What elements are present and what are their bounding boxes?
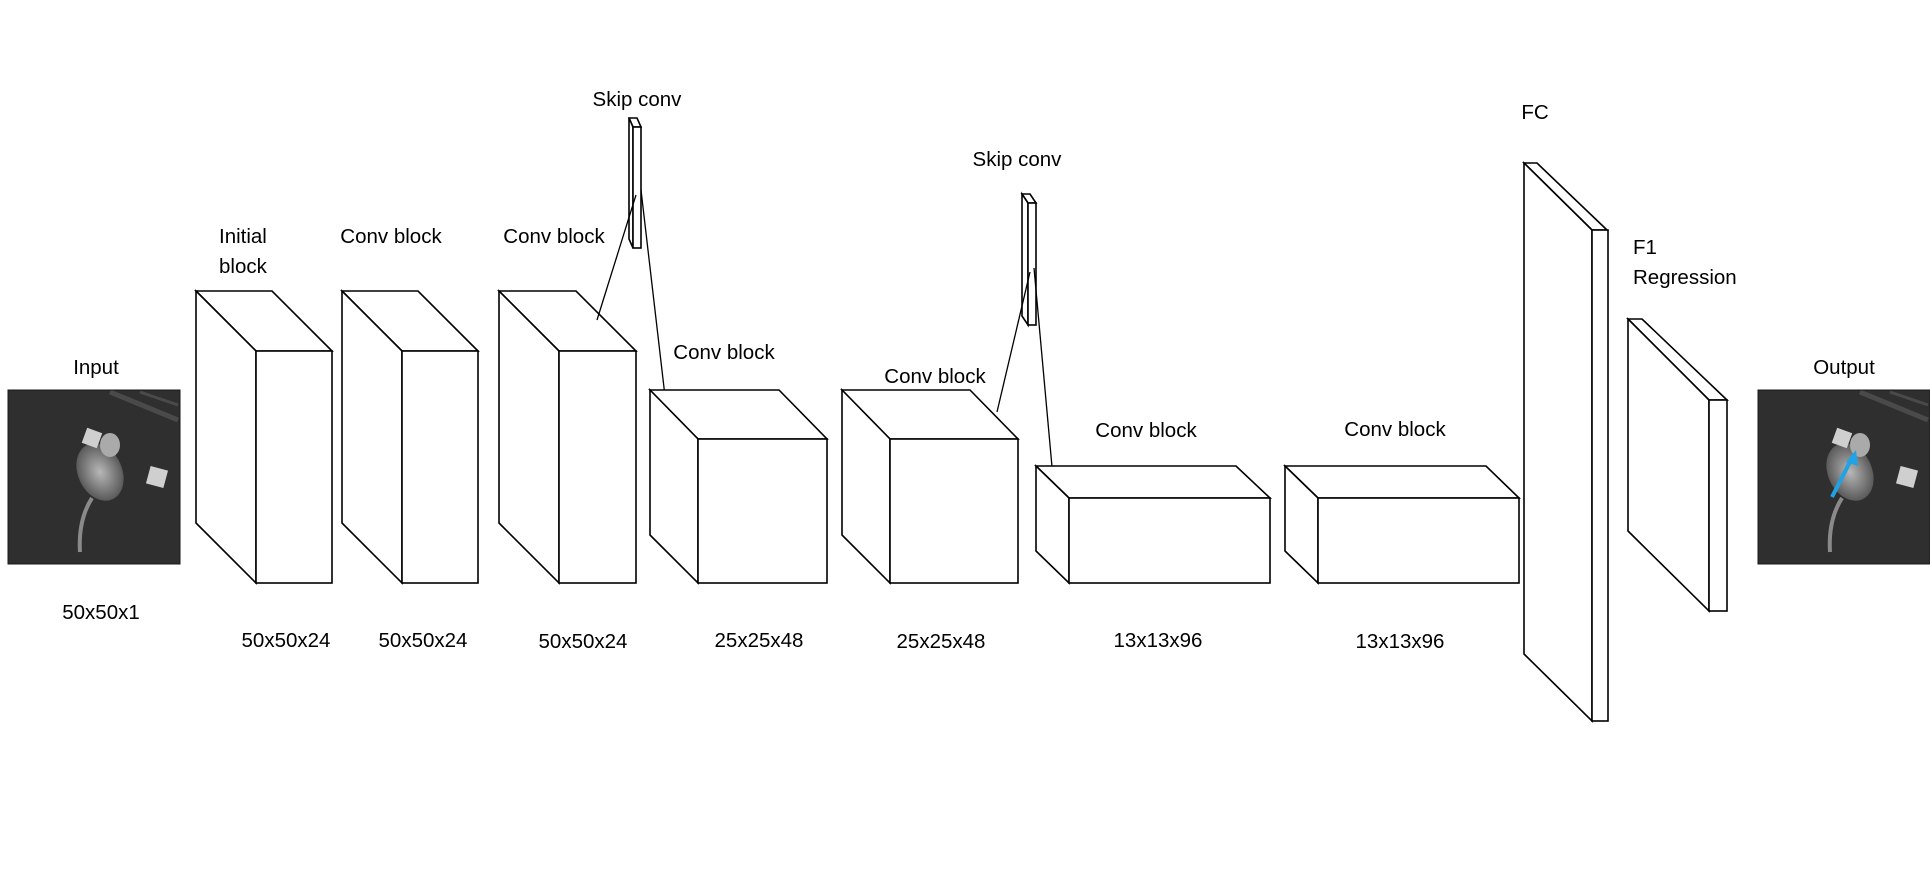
layer-label: Conv block <box>340 225 442 248</box>
layer-label: Initial <box>219 225 267 248</box>
layer-label: Conv block <box>503 225 605 248</box>
skip-connector <box>996 271 1031 413</box>
layer-label: F1 <box>1633 236 1657 259</box>
layer-dims: 25x25x48 <box>715 629 804 652</box>
conv-block-5 <box>1034 464 1273 585</box>
arrow-head-icon <box>1846 450 1858 466</box>
input-label: Input <box>73 356 119 379</box>
layer-label: Regression <box>1633 266 1737 289</box>
layer-dims: 50x50x24 <box>379 629 468 652</box>
layer-dims: 13x13x96 <box>1114 629 1203 652</box>
layer-label: block <box>219 255 268 278</box>
layer-label: Conv block <box>673 341 775 364</box>
layer-dims: 25x25x48 <box>897 630 986 653</box>
layer-label: FC <box>1521 101 1549 124</box>
conv-block-2 <box>497 289 638 585</box>
layer-dims: 50x50x24 <box>242 629 331 652</box>
layer-label: Conv block <box>1095 419 1197 442</box>
output-image <box>1757 389 1930 565</box>
skip-label: Skip conv <box>593 88 683 111</box>
layer-dims: 13x13x96 <box>1356 630 1445 653</box>
layer-label: Conv block <box>1344 418 1446 441</box>
initial-block <box>194 289 334 585</box>
skip-label: Skip conv <box>973 148 1063 171</box>
layer-dims: 50x50x24 <box>539 630 628 653</box>
output-label: Output <box>1813 356 1875 379</box>
conv-block-3 <box>648 388 829 585</box>
direction-arrow <box>1830 457 1854 498</box>
input-image <box>7 389 181 565</box>
f1-regression-layer <box>1626 317 1729 613</box>
skip-connector <box>596 194 637 321</box>
input-dims: 50x50x1 <box>62 601 140 624</box>
conv-block-4 <box>840 388 1020 585</box>
conv-block-1 <box>340 289 480 585</box>
fc-layer <box>1522 161 1609 723</box>
conv-block-6 <box>1283 464 1521 585</box>
layer-label: Conv block <box>884 365 986 388</box>
